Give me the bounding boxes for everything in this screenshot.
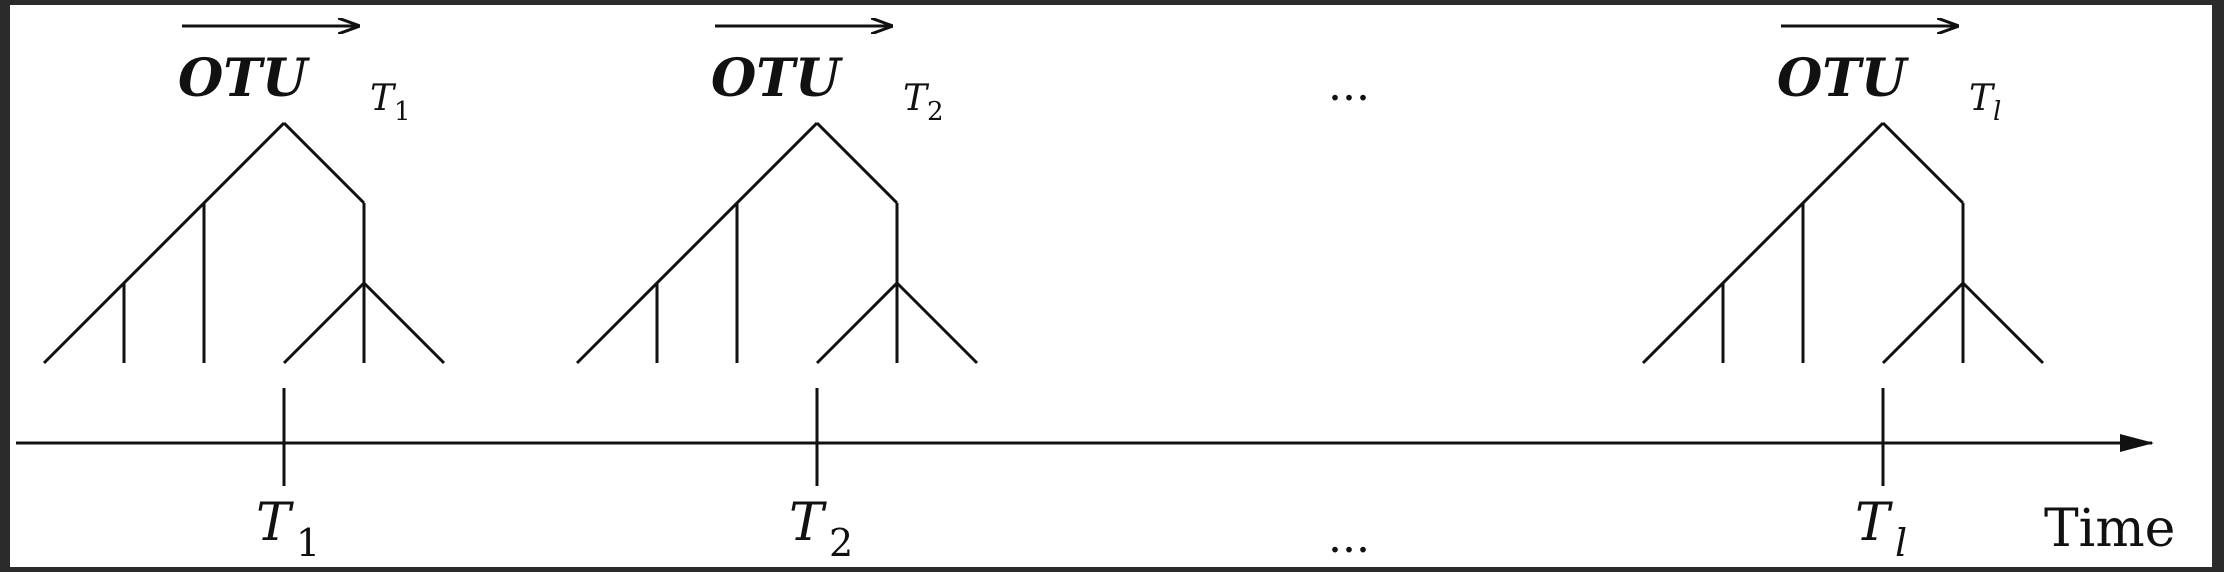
- otu-tree: [42, 121, 446, 365]
- ellipsis-bottom: ...: [1328, 512, 1370, 563]
- tree-branch: [815, 121, 899, 205]
- tree-branch: [1881, 121, 1965, 205]
- otu-vector-label: OTU: [711, 48, 843, 109]
- tree-branch: [1881, 281, 1965, 365]
- timepoint-label: T: [1855, 493, 1893, 553]
- otu-subscript-t: T: [1969, 78, 1996, 119]
- otu-subscript-t: T: [903, 78, 930, 119]
- tree-branch: [282, 121, 366, 205]
- timepoint-index: l: [1895, 521, 1907, 565]
- otu-tree: [1641, 121, 2045, 365]
- ellipsis-top: ...: [1328, 60, 1370, 111]
- timepoint-label: T: [789, 493, 827, 553]
- timepoint-index: 2: [829, 521, 853, 565]
- tree-branch: [362, 281, 446, 365]
- tree-branch: [575, 121, 819, 365]
- axis-label-time: Time: [2044, 499, 2175, 559]
- otu-tree: [575, 121, 979, 365]
- otu-subscript-index: 1: [394, 97, 411, 127]
- otu-subscript-index: 2: [927, 97, 944, 127]
- tree-branch: [1961, 281, 2045, 365]
- otu-subscript-t: T: [370, 78, 397, 119]
- timepoint-index: 1: [296, 521, 320, 565]
- tree-branch: [1641, 121, 1885, 365]
- tree-branch: [42, 121, 286, 365]
- otu-vector-label: OTU: [1777, 48, 1909, 109]
- tree-branch: [815, 281, 899, 365]
- otu-subscript-index: l: [1993, 97, 2001, 127]
- timepoint-label: T: [256, 493, 294, 553]
- otu-vector-label: OTU: [178, 48, 310, 109]
- tree-branch: [282, 281, 366, 365]
- tree-branch: [895, 281, 979, 365]
